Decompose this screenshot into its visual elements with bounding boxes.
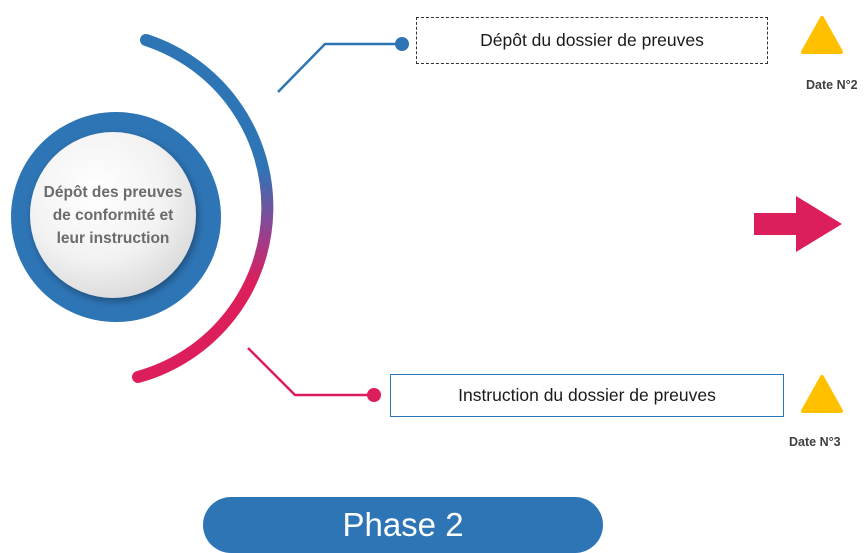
step-instruction-box: Instruction du dossier de preuves [390, 374, 784, 417]
center-disc [30, 132, 196, 298]
warning-triangle-icon [801, 375, 843, 413]
right-arrow-icon [754, 196, 842, 252]
date-label-2: Date N°2 [806, 78, 858, 92]
phase-banner: Phase 2 [203, 497, 603, 553]
connector-top-dot [395, 37, 409, 51]
step-instruction-label: Instruction du dossier de preuves [458, 385, 716, 405]
step-deposit-box: Dépôt du dossier de preuves [416, 17, 768, 64]
connector-top [277, 42, 400, 93]
phase-label: Phase 2 [342, 506, 464, 543]
connector-bottom [247, 347, 372, 397]
center-title: Dépôt des preuves de conformité et leur … [43, 183, 183, 247]
warning-triangle-icon [801, 16, 843, 54]
step-deposit-label: Dépôt du dossier de preuves [480, 30, 704, 50]
date-label-3: Date N°3 [789, 435, 841, 449]
connector-bottom-dot [367, 388, 381, 402]
outer-arc [132, 34, 274, 383]
